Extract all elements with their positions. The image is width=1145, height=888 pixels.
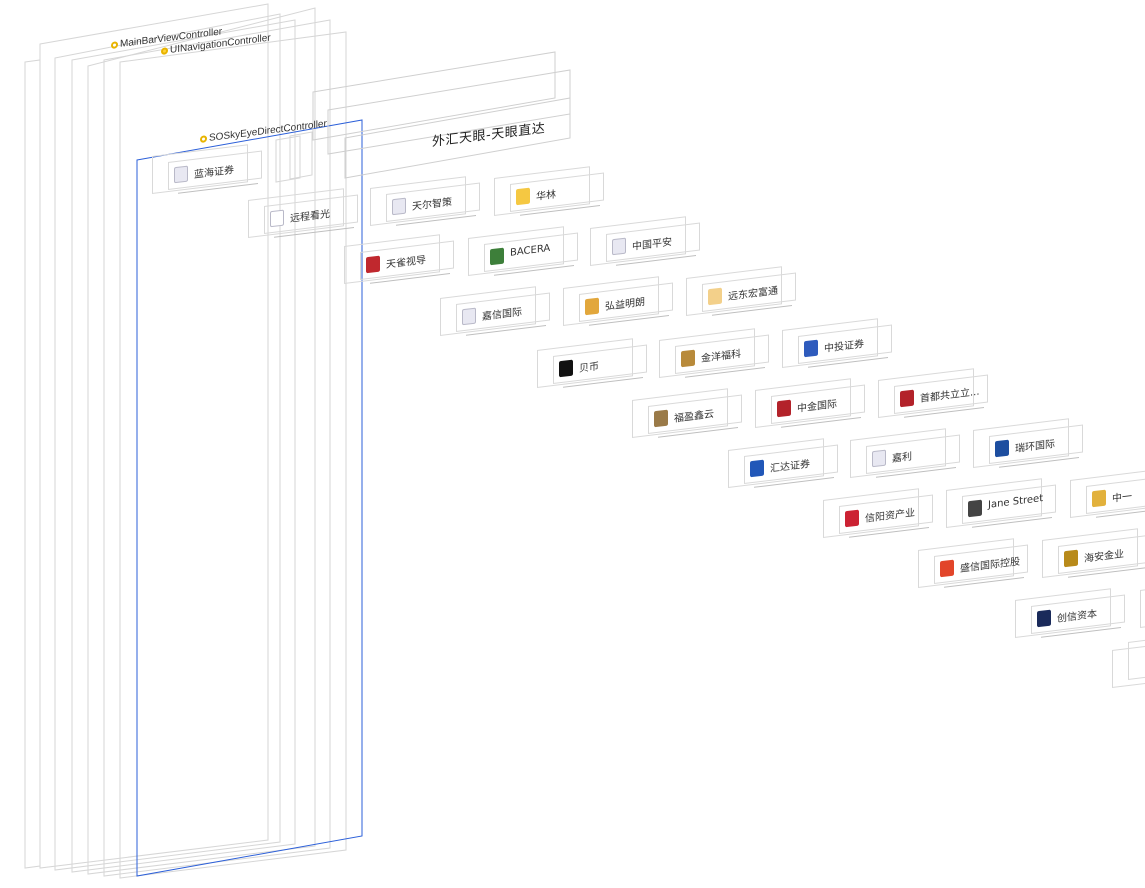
g-logo-icon [681,349,695,368]
hook-logo-icon [654,409,668,428]
window-layer-frame [71,19,296,873]
seal-logo-icon [777,399,791,418]
selected-view-frame [136,119,363,877]
shield-icon [174,165,188,184]
header-frame [289,131,313,180]
cell-title: 中一 [1112,491,1132,505]
window-layer-frame [87,7,316,875]
gold-logo-icon [1064,549,1078,568]
cell-title: 华林 [536,189,556,203]
swirl-logo-icon [804,339,818,358]
grid-logo-icon [585,297,599,316]
shield-icon [392,197,406,216]
view-controller-icon [111,41,118,49]
nav-bar-frame [312,51,556,141]
cell-title: 嘉利 [892,451,912,465]
header-frame [275,135,301,183]
window-layer-frame [54,13,281,871]
f-logo-icon [750,459,764,478]
view-controller-icon [200,135,207,143]
cell-layer-frame [1140,589,1145,628]
swoosh-logo-icon [900,389,914,408]
clc-logo-icon [1037,609,1051,628]
window-layer-frame [39,3,269,869]
ring-logo-icon [968,499,982,518]
diamond-logo-icon [516,187,530,206]
abstract-logo-icon [270,209,284,228]
square-logo-icon [366,255,380,274]
c-logo-icon [995,439,1009,458]
shield-icon [462,307,476,326]
shield-icon [612,237,626,256]
circle-logo-icon [708,287,722,306]
shield-icon [872,449,886,468]
window-layer-frame [119,31,347,879]
s-red-logo-icon [845,509,859,528]
cell-title: 贝币 [579,361,599,375]
cell-layer-frame [1128,639,1145,680]
window-layer-frame [103,19,331,877]
nav-bar-frame [344,97,571,179]
s-logo-icon [490,247,504,266]
b-logo-icon [559,359,573,378]
diamond-red-logo-icon [940,559,954,578]
view-controller-icon [161,47,168,55]
window-layer-frame [24,59,41,869]
cf-logo-icon [1092,489,1106,508]
